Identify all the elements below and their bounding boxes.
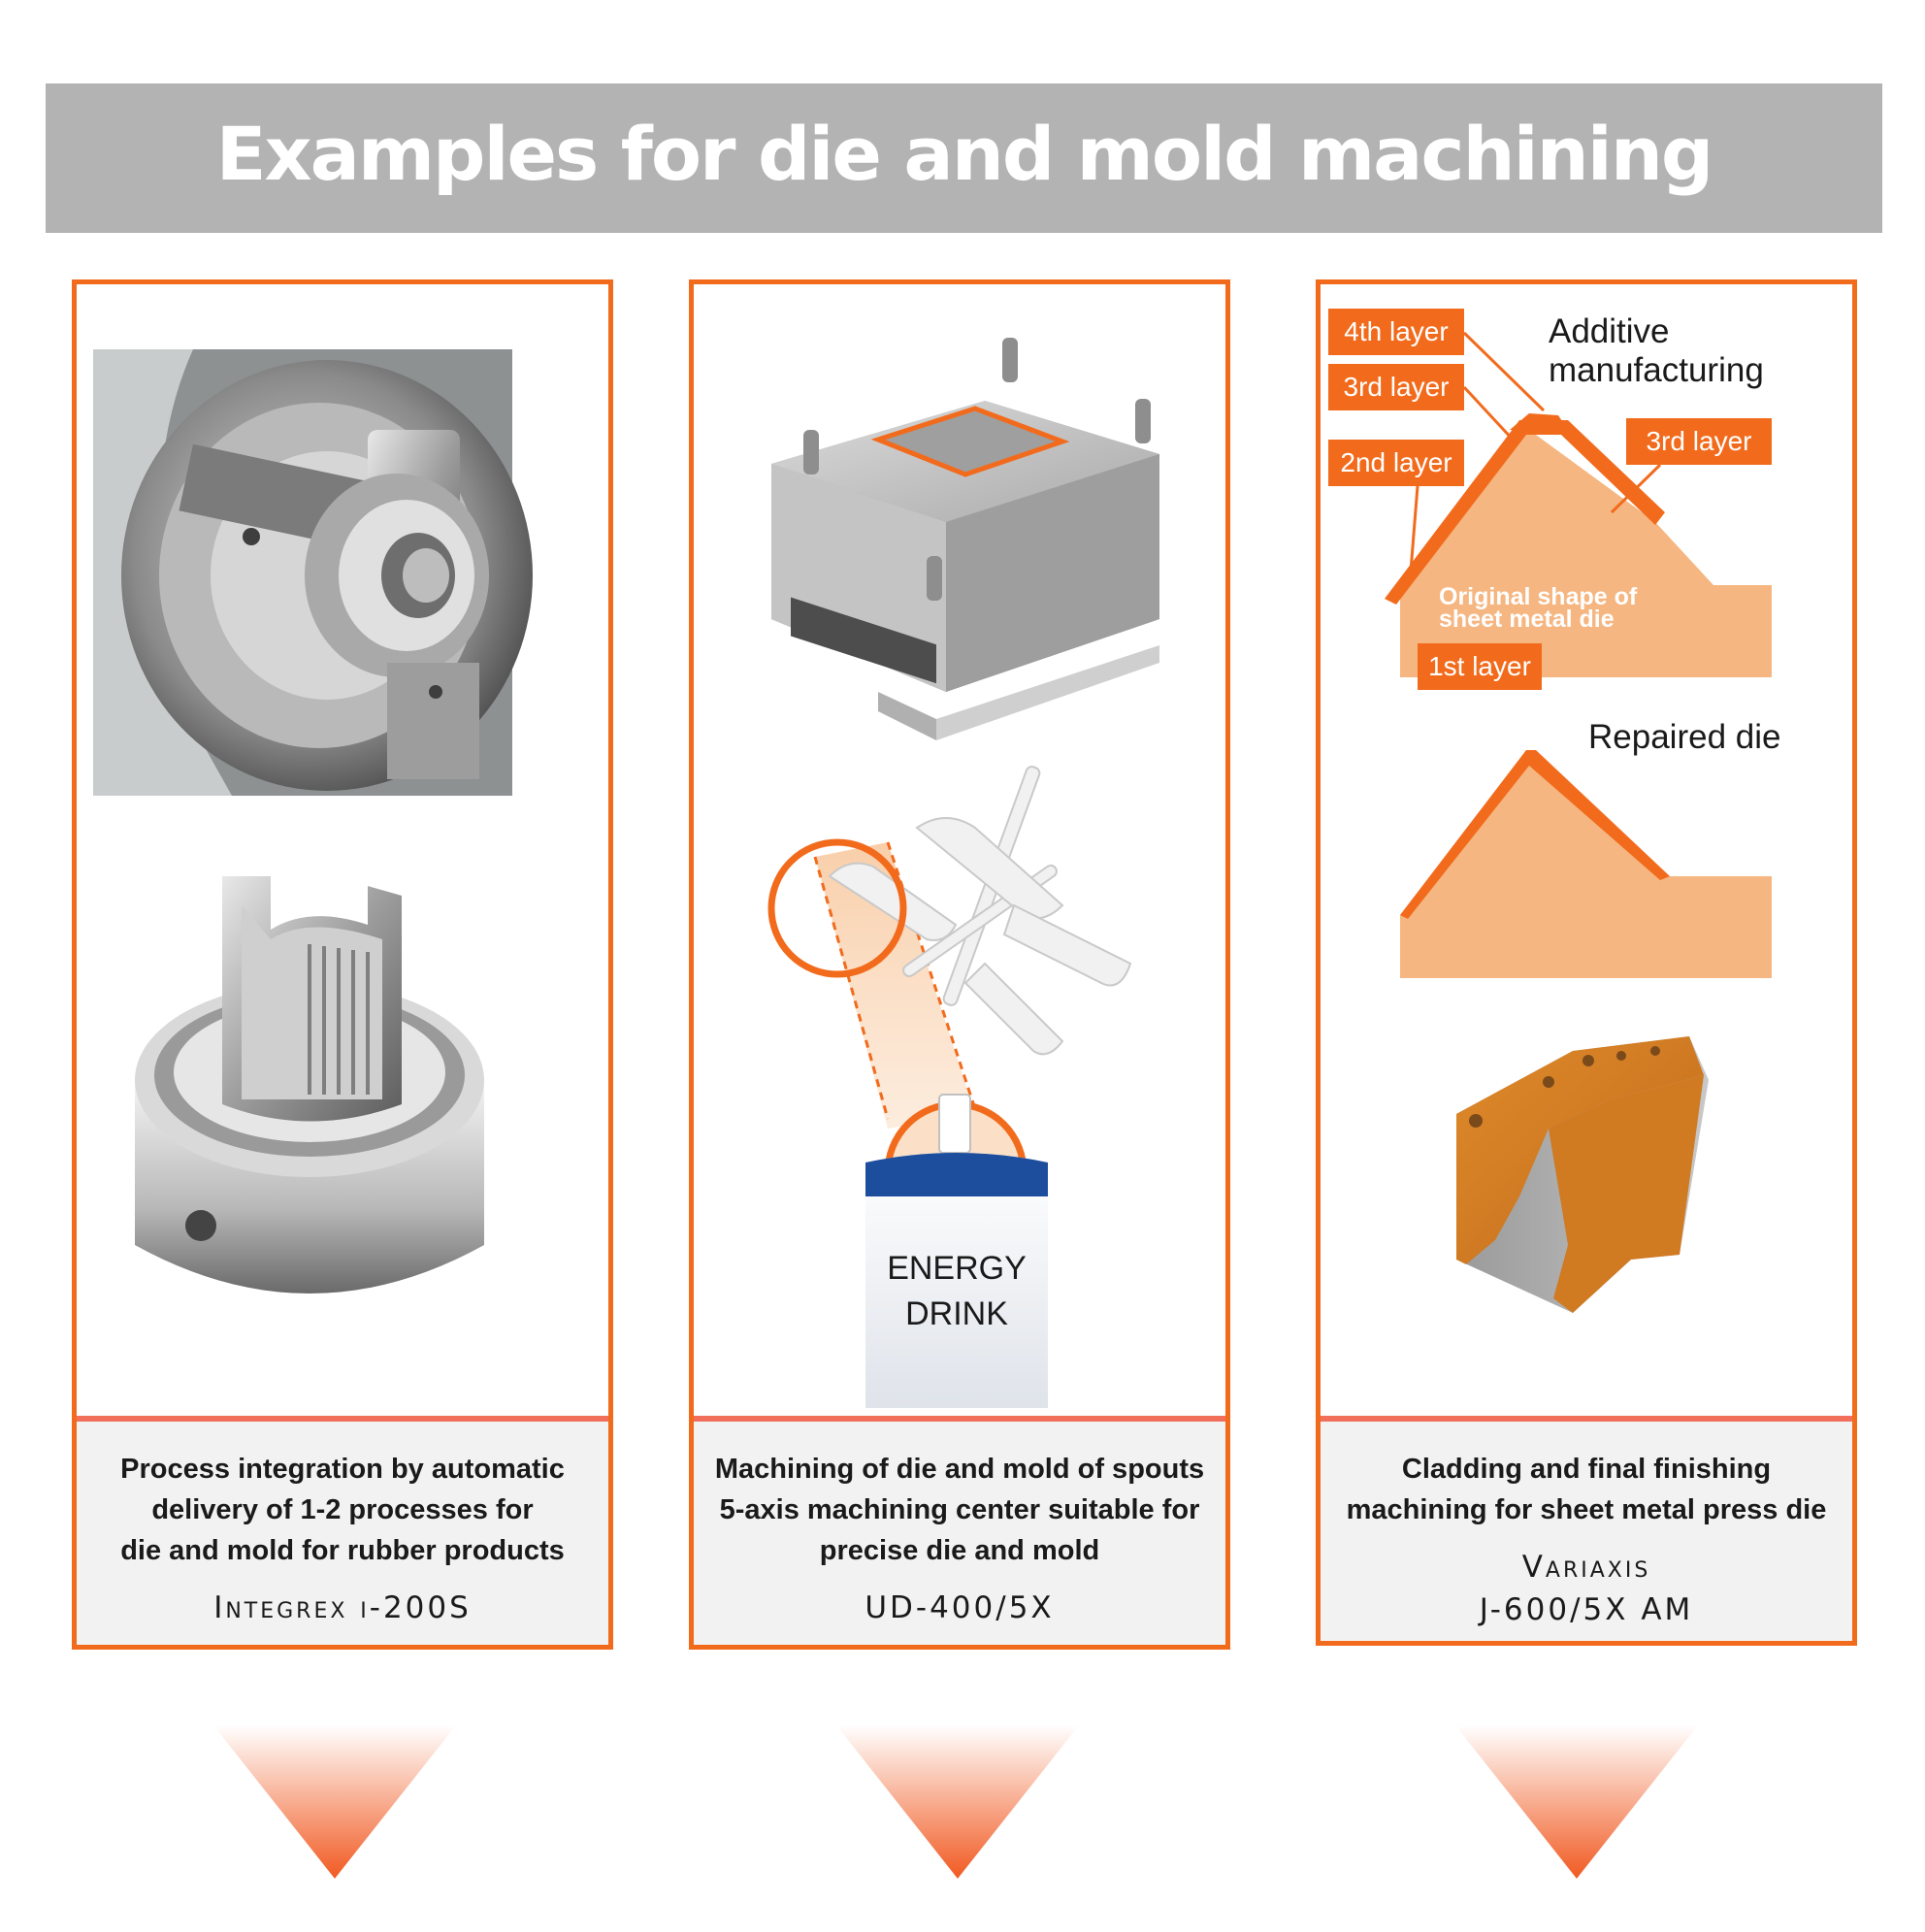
page-title: Examples for die and mold machining xyxy=(215,111,1714,197)
die-block-render xyxy=(1456,1036,1709,1313)
caption-line: die and mold for rubber products xyxy=(120,1535,565,1566)
caption-line: precise die and mold xyxy=(819,1535,1100,1566)
caption-line: Cladding and final finishing xyxy=(1401,1454,1772,1485)
caption-line: machining for sheet metal press die xyxy=(1346,1494,1827,1525)
down-arrow-icon xyxy=(836,1725,1079,1879)
chuck-photo xyxy=(93,349,533,796)
diagram-heading: manufacturing xyxy=(1549,351,1764,389)
repaired-die-diagram: Repaired die xyxy=(1400,718,1780,978)
caption-line: Machining of die and mold of spouts xyxy=(714,1454,1205,1485)
example-panel-variaxis: Original shape of sheet metal die 4th la… xyxy=(1316,279,1857,1646)
example-panel-ud400: ENERGY DRINK Machining of die and mold o… xyxy=(689,279,1230,1650)
ud400-images: ENERGY DRINK xyxy=(694,284,1225,1418)
original-shape-label: sheet metal die xyxy=(1439,606,1615,633)
machine-model: Variaxis xyxy=(1521,1550,1651,1585)
caption-line: 5-axis machining center suitable for xyxy=(719,1494,1200,1525)
original-shape-label: Original shape of xyxy=(1439,583,1638,610)
repaired-die-label: Repaired die xyxy=(1588,718,1780,756)
caption-line: delivery of 1-2 processes for xyxy=(151,1494,534,1525)
variaxis-images: Original shape of sheet metal die 4th la… xyxy=(1321,284,1852,1418)
caption-line: Process integration by automatic xyxy=(120,1454,565,1485)
down-arrow-icon xyxy=(213,1725,456,1879)
machined-part-photo xyxy=(135,876,484,1293)
machine-model: UD-400/5X xyxy=(865,1590,1055,1625)
machine-model: Integrex i-200S xyxy=(213,1590,472,1625)
pouch-text: DRINK xyxy=(905,1295,1008,1332)
additive-diagram: Original shape of sheet metal die 4th la… xyxy=(1328,309,1772,690)
down-arrow-icon xyxy=(1455,1725,1698,1879)
pouch-text: ENERGY xyxy=(887,1250,1027,1287)
caption-variaxis: Cladding and final finishing machining f… xyxy=(1321,1416,1852,1641)
layer-label: 3rd layer xyxy=(1344,372,1450,402)
energy-drink-pouch: ENERGY DRINK xyxy=(865,1094,1048,1408)
layer-label: 1st layer xyxy=(1428,651,1531,681)
layer-label: 3rd layer xyxy=(1647,426,1752,456)
integrex-images xyxy=(77,284,608,1418)
layer-label: 4th layer xyxy=(1344,316,1448,346)
layer-label: 2nd layer xyxy=(1340,447,1452,477)
mold-photo xyxy=(771,338,1159,740)
machine-model: J-600/5X AM xyxy=(1479,1592,1694,1627)
example-panel-integrex: Process integration by automatic deliver… xyxy=(72,279,613,1650)
zoom-highlight xyxy=(815,842,975,1129)
caption-ud400: Machining of die and mold of spouts 5-ax… xyxy=(694,1416,1225,1645)
caption-integrex: Process integration by automatic deliver… xyxy=(77,1416,608,1645)
diagram-heading: Additive xyxy=(1549,312,1670,350)
spouts-photo xyxy=(828,766,1132,1056)
header-banner: Examples for die and mold machining xyxy=(46,83,1882,233)
